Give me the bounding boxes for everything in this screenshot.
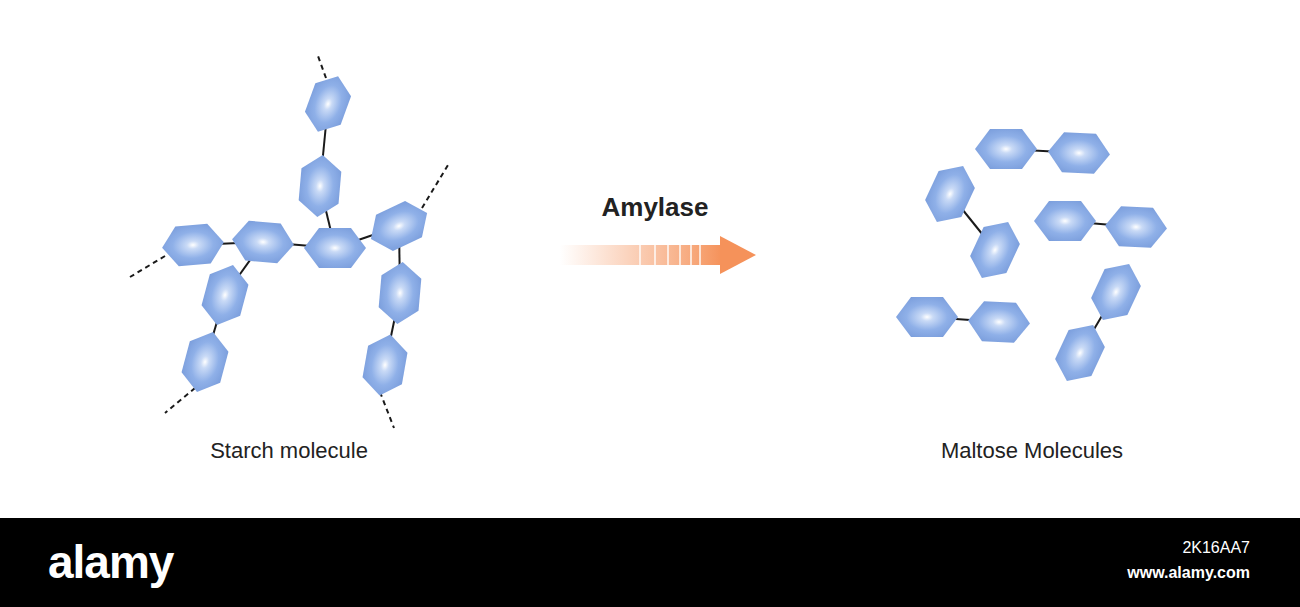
caption-label: Maltose Molecules xyxy=(941,438,1123,463)
watermark-logo: alamy xyxy=(48,536,173,589)
image-id: 2K16AA7 xyxy=(1182,539,1250,557)
glycosidic-bonds xyxy=(193,104,400,365)
watermark-url: www.alamy.com xyxy=(1127,564,1250,582)
enzyme-label: Amylase xyxy=(602,193,709,223)
glucose-units xyxy=(160,70,435,399)
maltose-units xyxy=(896,129,1168,390)
chain-continuation xyxy=(130,56,448,428)
footer-bar xyxy=(0,518,1300,607)
reaction-arrow xyxy=(560,236,756,274)
caption-label: Starch molecule xyxy=(210,438,368,463)
